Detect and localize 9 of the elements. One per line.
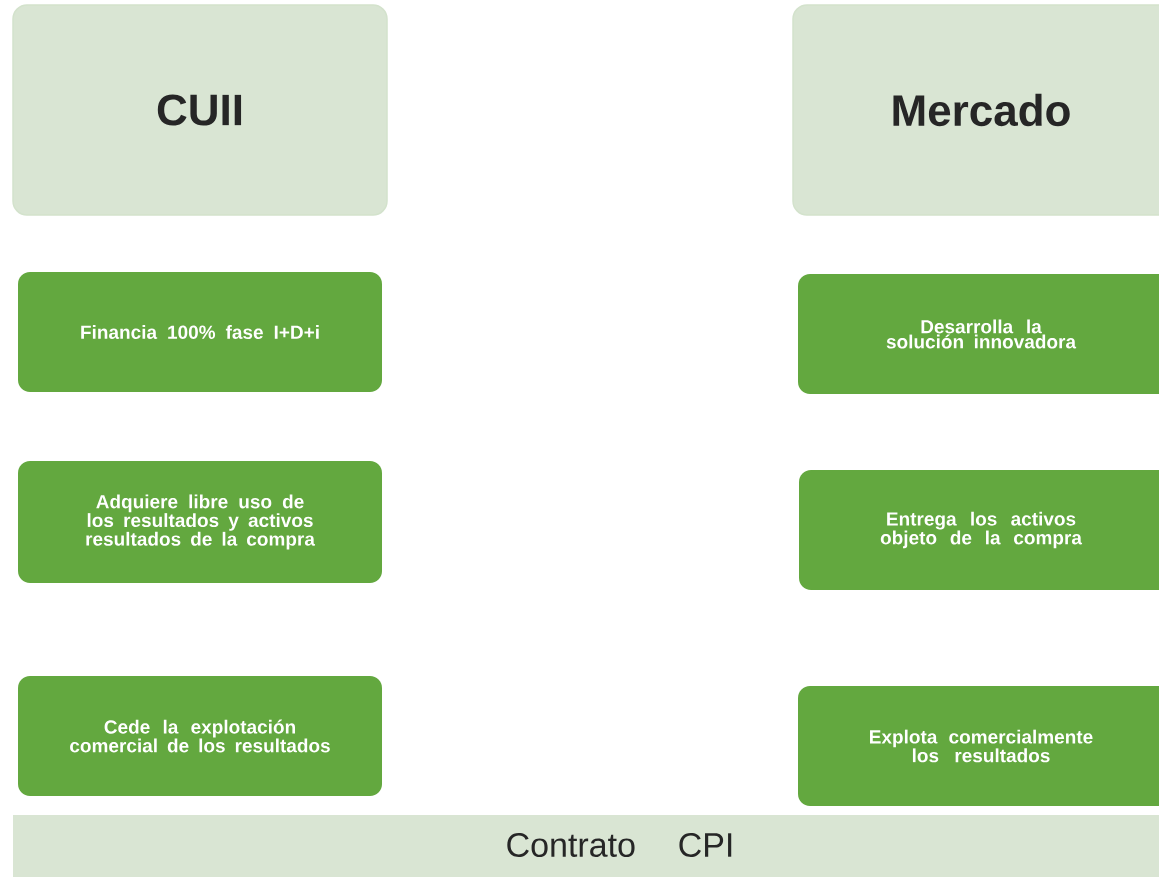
action-box: Cede la explotación comercial de los resultados	[18, 676, 382, 796]
action-box: Financia 100% fase I+D+i	[18, 272, 382, 392]
action-box: Explota comercialmente los resultados	[798, 686, 1159, 806]
action-box: Desarrolla la solución innovadora	[798, 274, 1159, 394]
action-box: Entrega los activos objeto de la compra	[799, 470, 1159, 590]
action-box: Adquiere libre uso de los resultados y activos resultados de la compra	[18, 461, 382, 583]
title-box: Mercado	[792, 4, 1159, 216]
title-box: CUII	[12, 4, 388, 216]
contract-band: Contrato CPI	[13, 815, 1159, 877]
